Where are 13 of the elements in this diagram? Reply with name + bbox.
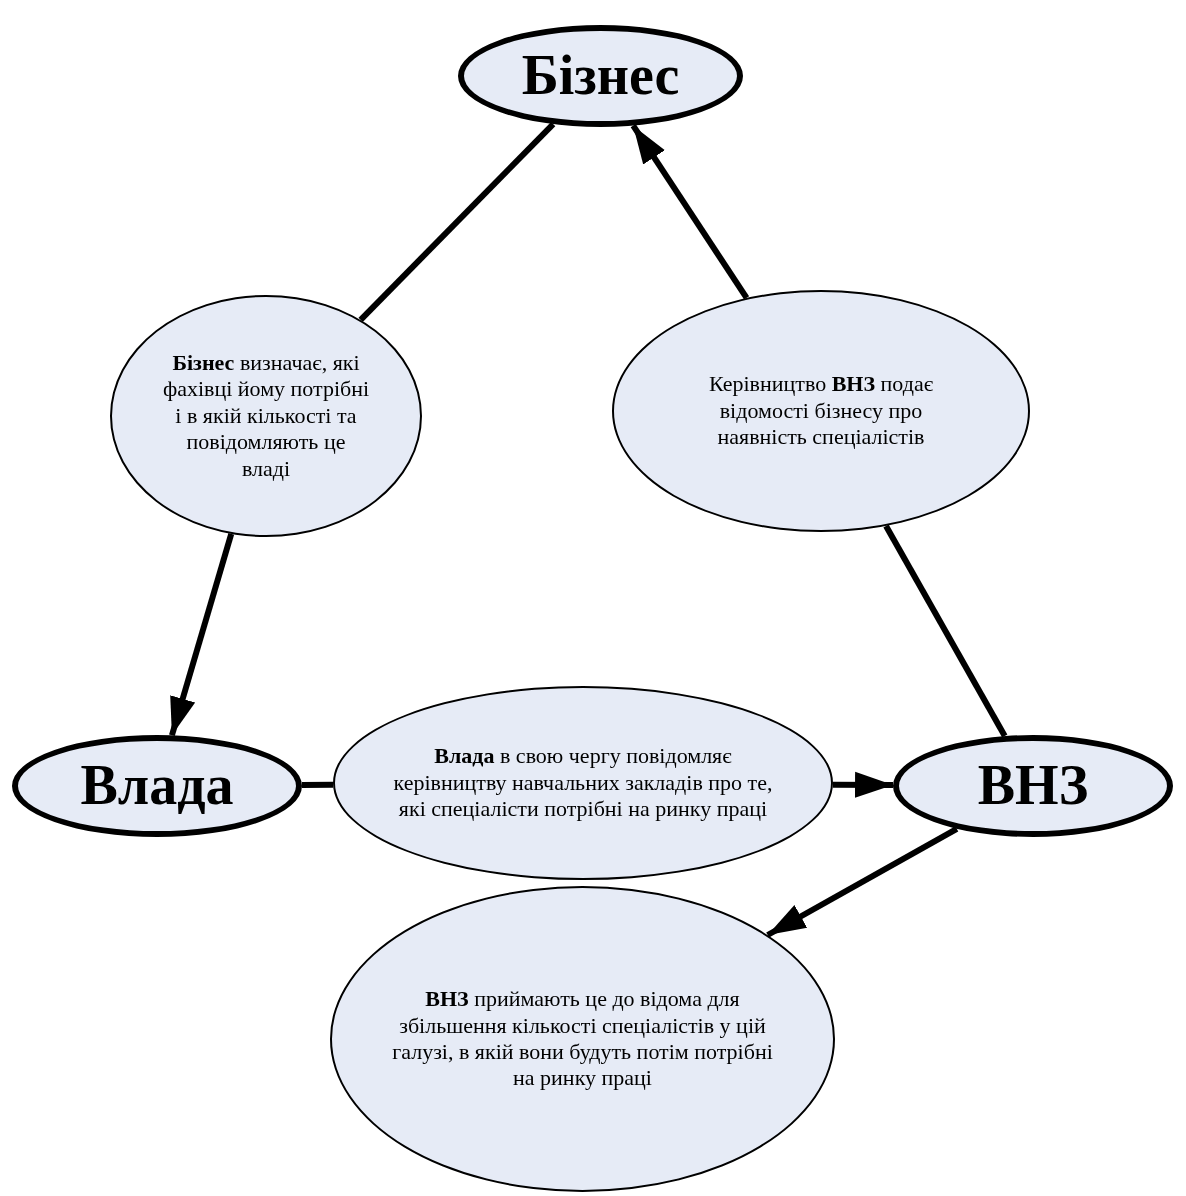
node-text: ВНЗ	[977, 755, 1089, 817]
node-text: Бізнес	[521, 45, 680, 107]
node-text: Бізнес визначає, які фахівці йому потрібні і в якій кількості та повідомляють це владі	[161, 350, 371, 482]
arrow	[766, 826, 959, 938]
connector-line	[883, 524, 1008, 738]
node-text: Влада	[80, 755, 234, 817]
node-text: Влада в свою чергу повідомляє керівництву навчальних закладів про те, які спеціалісти потрібні на ринку праці	[393, 743, 773, 823]
node-text: ВНЗ приймають це до відома для збільшення кількості спеціалістів у цій галузі, в якій вони будуть потім потрібні на ринку праці	[391, 986, 774, 1092]
node-text: Керівництво ВНЗ подає відомості бізнесу про наявність спеціалістів	[707, 371, 935, 451]
connector-line	[301, 781, 334, 788]
arrow	[832, 771, 894, 798]
arrow	[169, 533, 235, 737]
arrow	[630, 124, 750, 300]
